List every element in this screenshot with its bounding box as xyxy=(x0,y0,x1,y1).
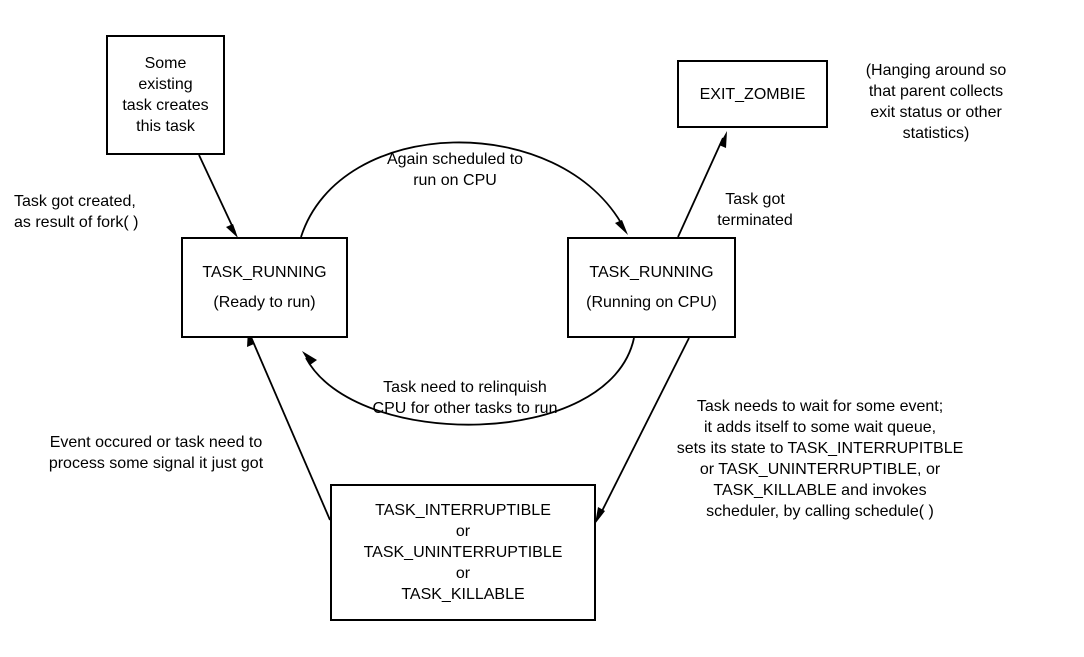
node-zombie-line: EXIT_ZOMBIE xyxy=(699,85,806,103)
label-terminated-line: Task got xyxy=(725,191,785,208)
node-waiting-line: or xyxy=(455,523,471,540)
label-wait-line: Task needs to wait for some event; xyxy=(696,398,944,415)
label-event-line: Event occured or task need to xyxy=(49,434,263,451)
label-terminated: Task got terminated xyxy=(700,189,810,231)
label-relinquish-line: CPU for other tasks to run xyxy=(372,400,558,417)
node-creator-task: Some existing task creates this task xyxy=(106,35,225,155)
node-running-line: TASK_RUNNING xyxy=(589,264,714,281)
node-ready-line: (Ready to run) xyxy=(213,294,316,311)
arrowhead-ready-to-running xyxy=(615,220,628,235)
node-creator-line: this task xyxy=(136,118,195,135)
label-wait-line: or TASK_UNINTERRUPTIBLE, or xyxy=(699,461,941,478)
arrow-running-to-zombie xyxy=(677,137,724,238)
node-waiting-line: TASK_KILLABLE xyxy=(401,586,525,603)
label-relinquish-line: Task need to relinquish xyxy=(383,379,547,396)
label-fork-line: as result of fork( ) xyxy=(14,214,139,231)
label-relinquish: Task need to relinquish CPU for other ta… xyxy=(335,377,595,419)
label-zombie-note-line: that parent collects xyxy=(868,83,1004,100)
label-wait: Task needs to wait for some event; it ad… xyxy=(660,396,980,522)
node-waiting-line: TASK_INTERRUPTIBLE xyxy=(375,502,551,519)
arrowhead-running-to-ready xyxy=(302,351,317,365)
label-event-line: process some signal it just got xyxy=(48,455,264,472)
arrow-running-to-ready xyxy=(305,337,635,426)
node-ready-line: TASK_RUNNING xyxy=(202,264,327,281)
label-fork: Task got created, as result of fork( ) xyxy=(14,191,138,233)
arrow-running-to-waiting xyxy=(598,337,690,518)
node-waiting-line: TASK_UNINTERRUPTIBLE xyxy=(363,544,563,561)
label-scheduled-line: Again scheduled to xyxy=(386,151,524,168)
node-task-waiting: TASK_INTERRUPTIBLE or TASK_UNINTERRUPTIB… xyxy=(330,484,596,621)
arrow-waiting-to-ready xyxy=(250,336,331,521)
label-event: Event occured or task need to process so… xyxy=(18,432,294,474)
label-wait-line: sets its state to TASK_INTERRUPITBLE xyxy=(676,440,964,457)
node-creator-line: existing xyxy=(138,76,193,93)
label-scheduled: Again scheduled to run on CPU xyxy=(369,149,541,191)
arrow-ready-to-running xyxy=(300,141,625,238)
label-wait-line: scheduler, by calling schedule( ) xyxy=(706,503,934,520)
label-zombie-note-line: statistics) xyxy=(902,125,970,142)
label-scheduled-line: run on CPU xyxy=(413,172,497,189)
node-creator-line: task creates xyxy=(122,97,209,114)
arrowhead-running-to-zombie xyxy=(719,131,727,148)
label-terminated-line: terminated xyxy=(717,212,793,229)
node-creator-line: Some xyxy=(144,55,187,72)
label-wait-line: it adds itself to some wait queue, xyxy=(703,419,937,436)
label-zombie-note: (Hanging around so that parent collects … xyxy=(836,60,1036,144)
label-fork-line: Task got created, xyxy=(14,193,136,210)
label-zombie-note-line: exit status or other xyxy=(870,104,1002,121)
node-exit-zombie: EXIT_ZOMBIE xyxy=(677,60,828,128)
label-wait-line: TASK_KILLABLE and invokes xyxy=(713,482,927,499)
node-waiting-line: or xyxy=(455,565,471,582)
arrowhead-running-to-waiting xyxy=(595,507,605,524)
label-zombie-note-line: (Hanging around so xyxy=(865,62,1007,79)
node-running-line: (Running on CPU) xyxy=(586,294,717,311)
arrow-creator-to-ready xyxy=(198,154,236,233)
arrowhead-creator-to-ready xyxy=(226,224,238,238)
node-task-running-cpu: TASK_RUNNING (Running on CPU) xyxy=(567,237,736,338)
node-task-running-ready: TASK_RUNNING (Ready to run) xyxy=(181,237,348,338)
